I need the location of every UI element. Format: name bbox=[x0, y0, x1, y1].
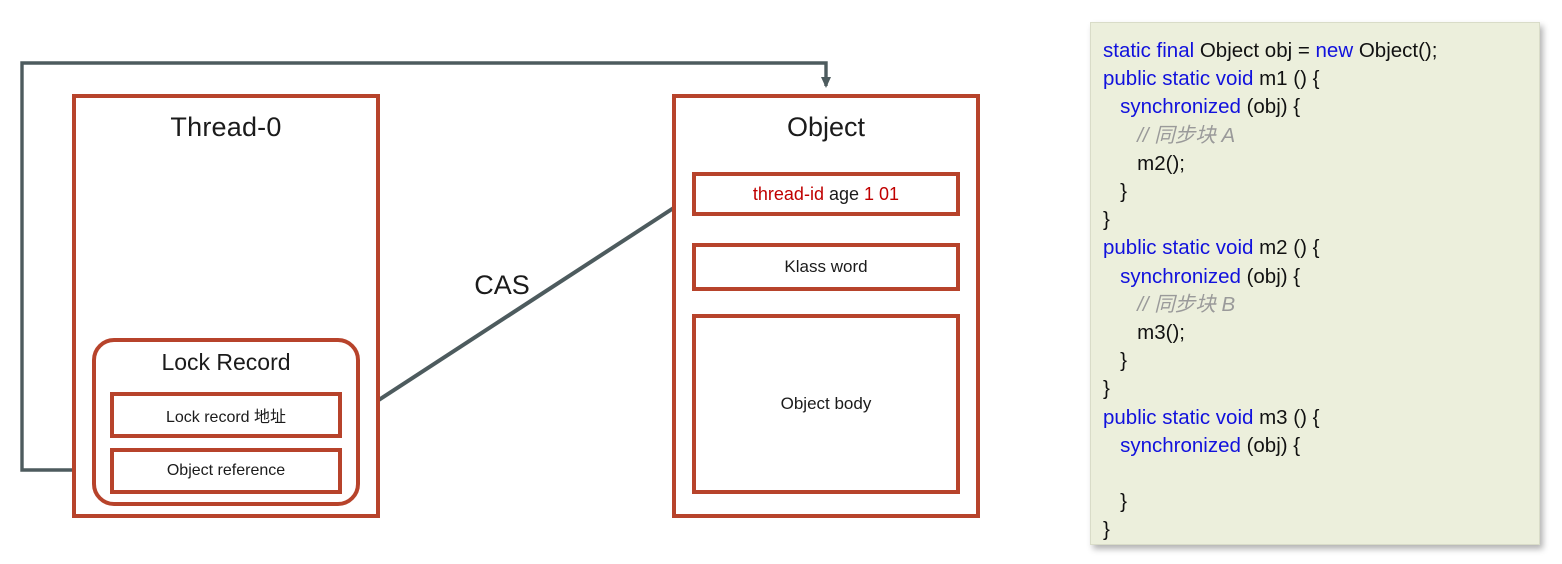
code-line: } bbox=[1103, 347, 1539, 375]
code-lines: static final Object obj = new Object();p… bbox=[1103, 37, 1539, 544]
code-token: synchronized bbox=[1120, 433, 1247, 457]
mark-word-content: thread-id age 1 01 bbox=[753, 184, 899, 205]
code-token: m3(); bbox=[1103, 321, 1185, 345]
code-line: } bbox=[1103, 178, 1539, 206]
code-token: (obj) { bbox=[1246, 95, 1301, 119]
code-panel: static final Object obj = new Object();p… bbox=[1090, 22, 1540, 545]
object-title: Object bbox=[786, 112, 866, 142]
code-line: public static void m2 () { bbox=[1103, 234, 1539, 262]
code-token: m3 () { bbox=[1259, 405, 1320, 429]
code-token: new bbox=[1315, 39, 1359, 62]
code-token: public static void bbox=[1103, 67, 1260, 91]
code-token bbox=[1103, 95, 1120, 118]
code-token: synchronized bbox=[1120, 264, 1247, 288]
mark-word-thread-id: thread-id bbox=[752, 183, 824, 204]
code-line: synchronized (obj) { bbox=[1103, 432, 1539, 460]
mark-word-age: age bbox=[828, 183, 860, 204]
code-token: m2(); bbox=[1103, 151, 1185, 175]
code-line: } bbox=[1103, 516, 1539, 544]
cas-arrow bbox=[337, 194, 694, 430]
cas-label: CAS bbox=[474, 270, 530, 300]
code-token: public static void bbox=[1103, 236, 1260, 260]
lock-record-title: Lock Record bbox=[161, 349, 291, 375]
code-token bbox=[1103, 462, 1109, 485]
object-reference-label: Object reference bbox=[166, 462, 286, 479]
object-body-label: Object body bbox=[780, 394, 872, 413]
object-body-row: Object body bbox=[692, 314, 960, 494]
code-token: (obj) { bbox=[1246, 264, 1301, 288]
code-line: static final Object obj = new Object(); bbox=[1103, 37, 1539, 65]
klass-word-label: Klass word bbox=[784, 257, 868, 276]
code-token bbox=[1103, 124, 1137, 147]
code-token: } bbox=[1103, 349, 1127, 373]
code-line: } bbox=[1103, 375, 1539, 403]
code-token: public static void bbox=[1103, 405, 1260, 429]
code-line: } bbox=[1103, 206, 1539, 234]
code-line: synchronized (obj) { bbox=[1103, 263, 1539, 291]
code-token: // 同步块 B bbox=[1137, 292, 1236, 316]
code-line: m2(); bbox=[1103, 150, 1539, 178]
code-token: synchronized bbox=[1120, 95, 1247, 119]
mark-word-row: thread-id age 1 01 bbox=[692, 172, 960, 216]
code-line: // 同步块 B bbox=[1103, 291, 1539, 319]
code-line: // 同步块 A bbox=[1103, 122, 1539, 150]
code-line: } bbox=[1103, 488, 1539, 516]
thread-title: Thread-0 bbox=[170, 112, 282, 142]
code-token bbox=[1103, 434, 1120, 457]
code-token: (obj) { bbox=[1246, 433, 1301, 457]
code-line: m3(); bbox=[1103, 319, 1539, 347]
code-token: // 同步块 A bbox=[1137, 123, 1236, 147]
object-reference-row: Object reference bbox=[110, 448, 342, 494]
code-token: } bbox=[1103, 518, 1110, 542]
lock-record-address-row: Lock record 地址 bbox=[110, 392, 342, 438]
code-token: } bbox=[1103, 377, 1110, 401]
code-line: public static void m3 () { bbox=[1103, 404, 1539, 432]
code-token: static final bbox=[1103, 39, 1200, 62]
code-token: m2 () { bbox=[1259, 236, 1320, 260]
code-token bbox=[1103, 293, 1137, 316]
klass-word-row: Klass word bbox=[692, 243, 960, 291]
code-token: } bbox=[1103, 490, 1127, 514]
code-token: Object(); bbox=[1358, 39, 1438, 62]
mark-word-bits: 1 01 bbox=[864, 183, 900, 204]
code-token: } bbox=[1103, 208, 1110, 232]
code-token: Object obj = bbox=[1199, 39, 1316, 62]
code-token: m1 () { bbox=[1259, 67, 1320, 91]
code-token bbox=[1103, 265, 1120, 288]
code-line: synchronized (obj) { bbox=[1103, 93, 1539, 121]
code-line bbox=[1103, 460, 1539, 488]
code-line: public static void m1 () { bbox=[1103, 65, 1539, 93]
lock-record-address-label: Lock record 地址 bbox=[165, 409, 287, 426]
code-token: } bbox=[1103, 180, 1127, 204]
